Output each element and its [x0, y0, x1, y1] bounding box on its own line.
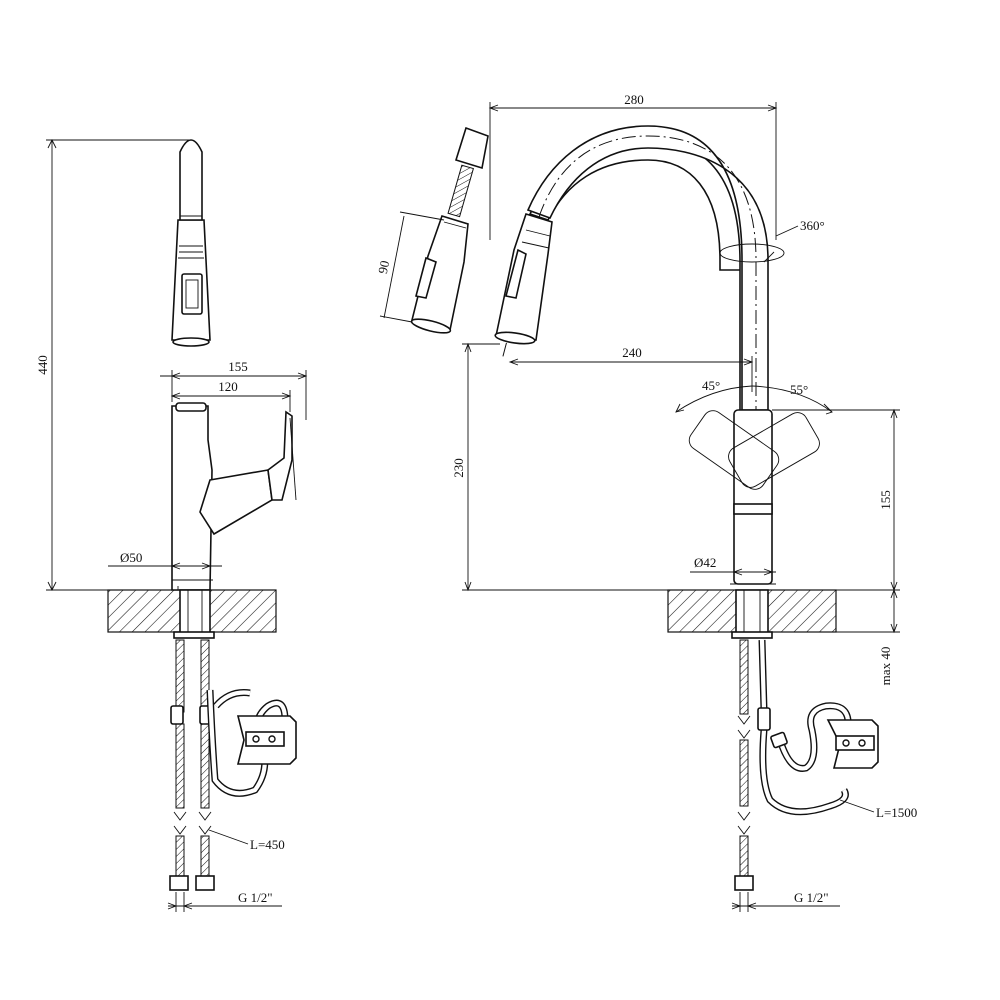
dim-handle-155: 155 [878, 490, 893, 510]
body-ring [175, 402, 207, 412]
lever-paddle [267, 410, 293, 501]
handle-sweep-right [728, 412, 820, 488]
label-angle-55: 55° [790, 382, 808, 397]
mount-stud-right [735, 589, 769, 635]
spray-outlet [172, 337, 210, 347]
hose-nut-left-a [169, 875, 189, 891]
label-hose-450: L=450 [250, 837, 285, 852]
side-view: 440 155 120 Ø50 L=450 G 1/2" [35, 138, 308, 912]
hose-nut-left-b [195, 875, 215, 891]
dim-diameter-42: Ø42 [694, 555, 716, 570]
dim-spray-90: 90 [375, 259, 392, 275]
rotation-ellipse [719, 243, 785, 263]
dim-height-440: 440 [35, 355, 50, 375]
supply-hose-front [734, 639, 754, 891]
hose-weight-side [236, 715, 297, 765]
handle-sweep-left [688, 410, 780, 490]
mount-stud-left [179, 589, 211, 635]
dim-reach-155: 155 [228, 359, 248, 374]
label-thread-side: G 1/2" [238, 890, 273, 905]
dim-offset-120: 120 [218, 379, 238, 394]
label-thread-front: G 1/2" [794, 890, 829, 905]
spout-tube [526, 125, 769, 411]
dim-outlet-240: 240 [622, 345, 642, 360]
spray-head-front [495, 213, 553, 341]
label-rotation-360: 360° [800, 218, 825, 233]
spray-head-detail [410, 126, 489, 334]
dim-diameter-50: Ø50 [120, 550, 142, 565]
hose-nut-right [734, 875, 754, 891]
spout-neck-side [179, 139, 203, 221]
dim-reach-280: 280 [624, 92, 644, 107]
hose-weight-front [826, 719, 879, 769]
label-angle-45: 45° [702, 378, 720, 393]
dim-height-230: 230 [451, 458, 466, 478]
front-view: 90 360° 45° 55° 280 [375, 92, 917, 912]
lever-handle-side [199, 469, 273, 536]
supply-hoses-side [169, 639, 215, 891]
label-hose-1500: L=1500 [876, 805, 917, 820]
dim-deck-max40: max 40 [878, 647, 893, 686]
spray-head-button [181, 273, 203, 315]
